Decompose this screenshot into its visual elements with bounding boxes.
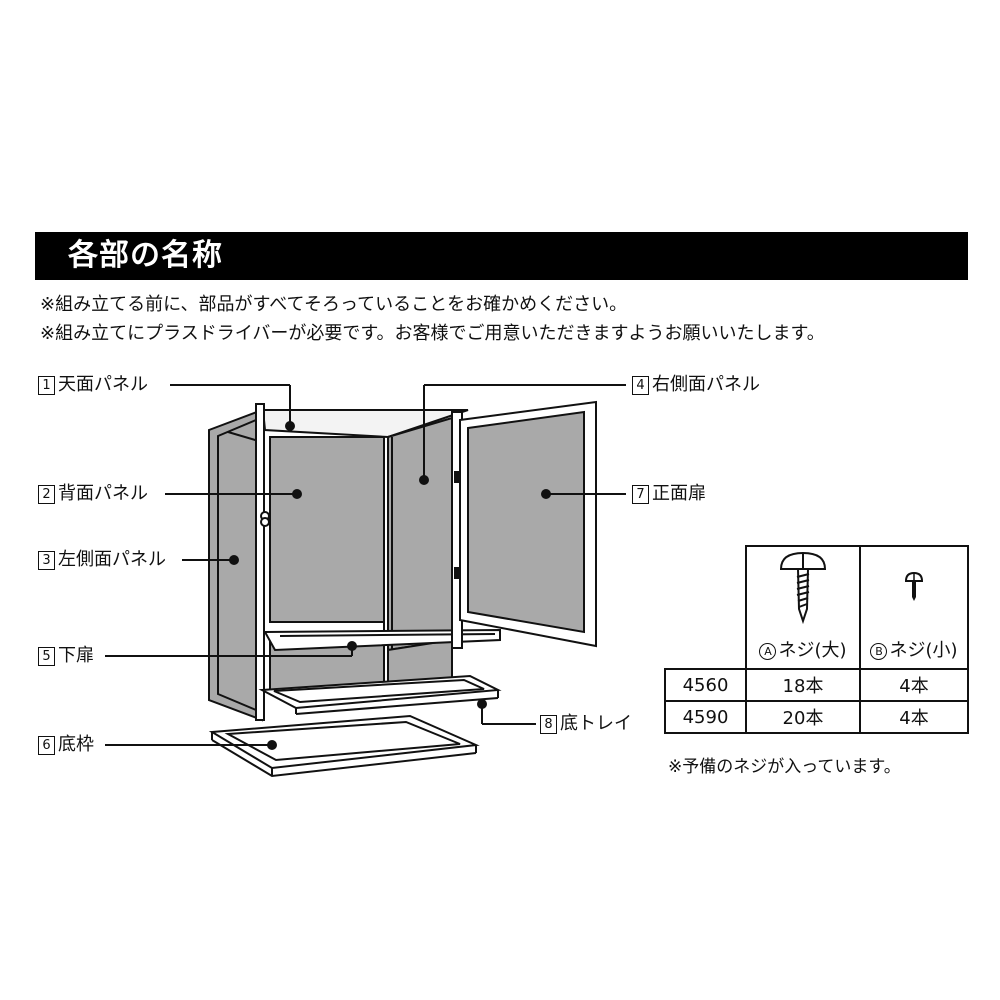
bottom-frame-shape [208,714,480,770]
screw-large-mark: A [759,642,777,660]
section-title: 各部の名称 [68,238,223,273]
back-panel-shape [269,436,385,623]
spare-screw-note: ※予備のネジが入っています。 [668,757,901,777]
large-screw-icon [779,551,827,625]
table-row: 4560 18本 4本 [664,668,969,702]
section-title-bar: 各部の名称 [35,232,968,280]
left-front-frame [255,403,265,721]
screw-small-label: ネジ(小) [889,640,958,661]
model-cell: 4560 [664,668,747,702]
right-side-panel-shape [387,416,453,652]
left-side-panel-shape [208,408,263,722]
large-count-cell: 20本 [745,700,861,734]
model-cell: 4590 [664,700,747,734]
note-screwdriver: ※組み立てにプラスドライバーが必要です。お客様でご用意いただきますようお願いいた… [40,323,825,344]
large-count-cell: 18本 [745,668,861,702]
note-parts-check: ※組み立てる前に、部品がすべてそろっていることをお確かめください。 [40,294,628,315]
screw-small-mark: B [870,642,888,660]
small-count-cell: 4本 [859,700,969,734]
small-count-cell: 4本 [859,668,969,702]
small-screw-icon [904,571,924,601]
screw-large-label: ネジ(大) [778,640,847,661]
table-row: 4590 20本 4本 [664,700,969,734]
